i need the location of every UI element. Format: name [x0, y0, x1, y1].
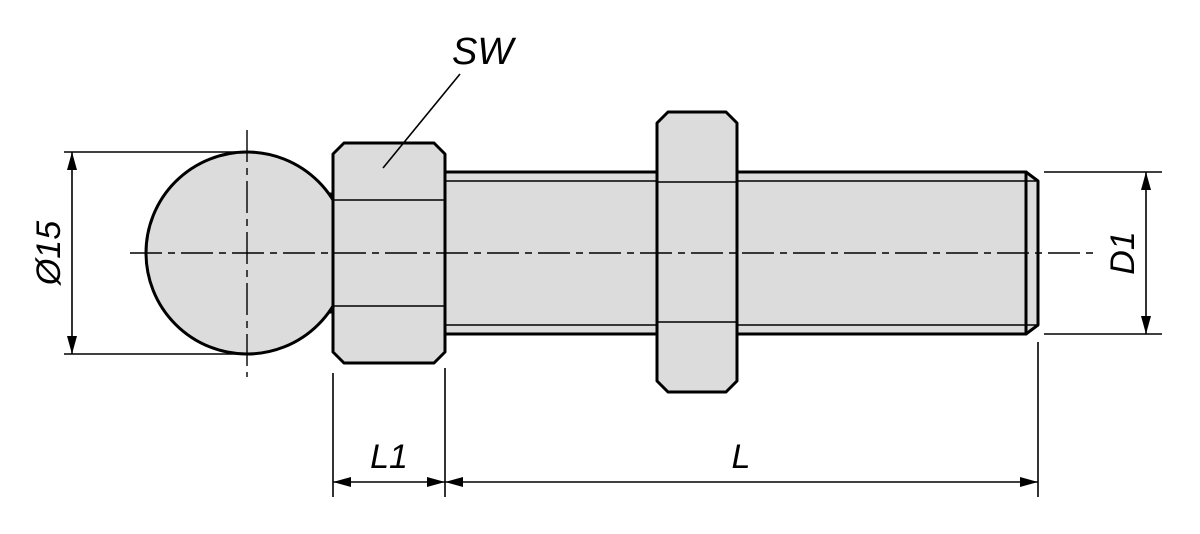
arrowhead-down [1141, 316, 1151, 334]
callout-wrench-size: SW [382, 31, 516, 169]
thread-length-label: L [732, 438, 751, 476]
hex-nut [655, 110, 739, 394]
dimension-thread-diameter: D1 [1044, 171, 1162, 335]
sw-leader-line [382, 73, 461, 169]
arrowhead-up [67, 152, 77, 170]
thread-diameter-label: D1 [1104, 231, 1142, 274]
dimension-thread-length: L [445, 342, 1039, 497]
wrench-size-label: SW [452, 31, 516, 73]
arrowhead-up [1141, 172, 1151, 190]
ball-diameter-label: Ø15 [30, 221, 68, 286]
part-geometry [144, 110, 1040, 394]
collar-length-label: L1 [370, 438, 408, 476]
dimension-ball-diameter: Ø15 [30, 151, 252, 355]
arrowhead-right [427, 477, 445, 487]
dimension-collar-length: L1 [332, 368, 446, 497]
arrowhead-left [333, 477, 351, 487]
arrowhead-down [67, 336, 77, 354]
arrowhead-left [445, 477, 463, 487]
centerlines [130, 130, 1094, 377]
arrowhead-right [1020, 477, 1038, 487]
